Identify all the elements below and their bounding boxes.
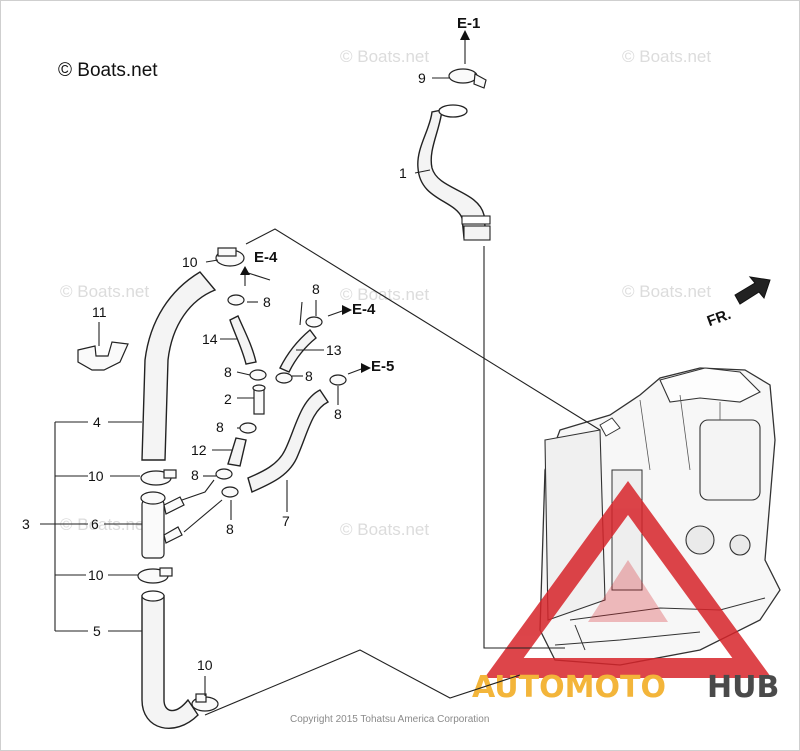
part-label-12: 12 xyxy=(191,442,207,458)
part-label-6: 6 xyxy=(91,516,99,532)
reference-label-e4: E-4 xyxy=(352,301,376,318)
clamp-9 xyxy=(448,68,487,89)
connection-lines xyxy=(204,228,601,716)
clamp-8 xyxy=(221,486,239,498)
reference-label-e5: E-5 xyxy=(371,358,394,375)
reference-label-e1: E-1 xyxy=(457,15,480,32)
clamp-10-mid xyxy=(140,469,177,486)
fitting-6 xyxy=(140,491,185,559)
clamp-8-top xyxy=(227,294,245,306)
watermark: © Boats.net xyxy=(340,520,429,539)
part-label-10: 10 xyxy=(182,254,198,270)
part-label-10: 10 xyxy=(197,657,213,673)
part-label-13: 13 xyxy=(326,342,342,358)
hose-1 xyxy=(417,104,491,241)
part-label-8: 8 xyxy=(226,521,234,537)
part-label-8: 8 xyxy=(263,294,271,310)
part-label-8: 8 xyxy=(312,281,320,297)
part-label-8: 8 xyxy=(334,406,342,422)
front-direction-label: FR. xyxy=(705,306,734,330)
clamp-8 xyxy=(215,468,233,480)
clamp-8 xyxy=(329,374,347,386)
reference-arrows xyxy=(240,30,470,375)
part-label-8: 8 xyxy=(216,419,224,435)
brand-wordmark-secondary: HUB xyxy=(707,670,779,705)
hose-13 xyxy=(279,328,317,373)
clamp-10-lower xyxy=(137,567,173,584)
part-label-1: 1 xyxy=(399,165,407,181)
watermark: © Boats.net xyxy=(340,285,429,304)
part-label-7: 7 xyxy=(282,513,290,529)
part-label-5: 5 xyxy=(93,623,101,639)
part-label-10: 10 xyxy=(88,468,104,484)
assembly-3-bracket xyxy=(40,421,88,632)
part-label-8: 8 xyxy=(305,368,313,384)
clamp-10-top xyxy=(215,247,245,267)
watermark: © Boats.net xyxy=(340,47,429,66)
bracket-11 xyxy=(77,341,129,371)
part-number-labels: 1 2 3 4 5 6 7 8 8 8 8 8 8 8 8 9 10 10 10… xyxy=(22,70,426,673)
watermark: © Boats.net xyxy=(622,282,711,301)
part-label-2: 2 xyxy=(224,391,232,407)
hose-14 xyxy=(229,315,257,365)
brand-logo-mark xyxy=(484,481,772,678)
part-label-8: 8 xyxy=(224,364,232,380)
hose-7 xyxy=(247,389,330,493)
clamp-8 xyxy=(305,316,323,328)
watermark: © Boats.net xyxy=(622,47,711,66)
clamp-8 xyxy=(239,422,257,434)
part-label-14: 14 xyxy=(202,331,218,347)
label-leaders xyxy=(98,77,449,696)
footer-copyright: Copyright 2015 Tohatsu America Corporati… xyxy=(290,714,489,725)
clamp-8 xyxy=(275,372,293,384)
part-label-10: 10 xyxy=(88,567,104,583)
copyright-label: © Boats.net xyxy=(58,60,158,81)
brand-wordmark-primary: AUTOMOTO xyxy=(472,670,666,705)
reference-label-e4: E-4 xyxy=(254,249,278,266)
part-label-4: 4 xyxy=(93,414,101,430)
watermark: © Boats.net xyxy=(60,282,149,301)
clamp-10-bottom xyxy=(191,693,219,712)
part-label-8: 8 xyxy=(191,467,199,483)
hose-5 xyxy=(141,590,199,729)
part-label-3: 3 xyxy=(22,516,30,532)
fitting-2 xyxy=(252,384,266,415)
front-direction-arrow xyxy=(734,276,771,305)
clamp-8 xyxy=(249,369,267,381)
part-label-9: 9 xyxy=(418,70,426,86)
hose-12 xyxy=(227,437,247,467)
part-label-11: 11 xyxy=(92,304,107,320)
hose-4 xyxy=(141,271,217,461)
